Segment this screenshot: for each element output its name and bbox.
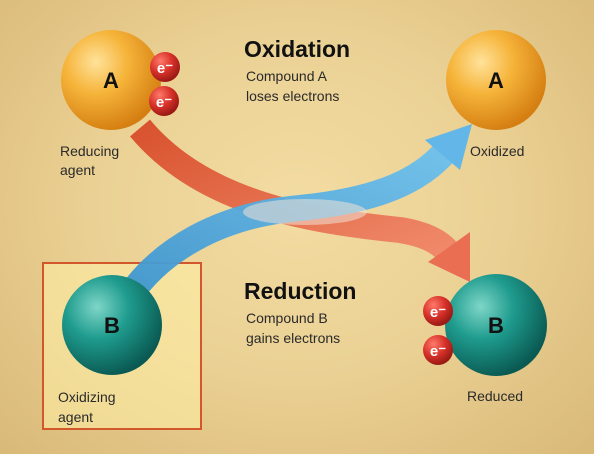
electron-label: e⁻: [156, 94, 172, 111]
reduced-label: Reduced: [467, 388, 524, 404]
electron-sphere: [423, 296, 453, 326]
oxidation-arrow-head: [425, 124, 472, 170]
oxidation-title: Oxidation: [244, 36, 351, 62]
oxidation-line-2: loses electrons: [246, 88, 340, 104]
compound-a-sphere: [61, 30, 161, 130]
reduction-line-1: Compound B: [246, 310, 328, 326]
reduction-arrow-head: [428, 232, 470, 282]
electron-sphere: [150, 52, 180, 82]
compound-b-sphere: [62, 275, 162, 375]
compound-a-letter: A: [103, 68, 119, 93]
oxidation-line-1: Compound A: [246, 68, 327, 84]
compound-b-reduced-sphere: [445, 274, 547, 376]
electron-sphere: [149, 86, 179, 116]
reduction-line-2: gains electrons: [246, 330, 341, 346]
electron-label: e⁻: [430, 343, 446, 360]
oxidizing-agent-label-1: Oxidizing: [58, 389, 116, 405]
compound-a-oxidized-letter: A: [488, 68, 504, 93]
arrow-crossing: [243, 199, 367, 225]
electron-label: e⁻: [157, 60, 173, 77]
electron-sphere: [423, 335, 453, 365]
oxidizing-agent-label-2: agent: [58, 409, 94, 425]
compound-a-oxidized-sphere: [446, 30, 546, 130]
compound-b-letter: B: [104, 313, 120, 338]
reducing-agent-label-2: agent: [60, 162, 96, 178]
compound-b-reduced-letter: B: [488, 313, 504, 338]
electron-label: e⁻: [430, 304, 446, 321]
oxidized-label: Oxidized: [470, 143, 525, 159]
reduction-title: Reduction: [244, 278, 357, 304]
reducing-agent-label-1: Reducing: [60, 143, 120, 159]
